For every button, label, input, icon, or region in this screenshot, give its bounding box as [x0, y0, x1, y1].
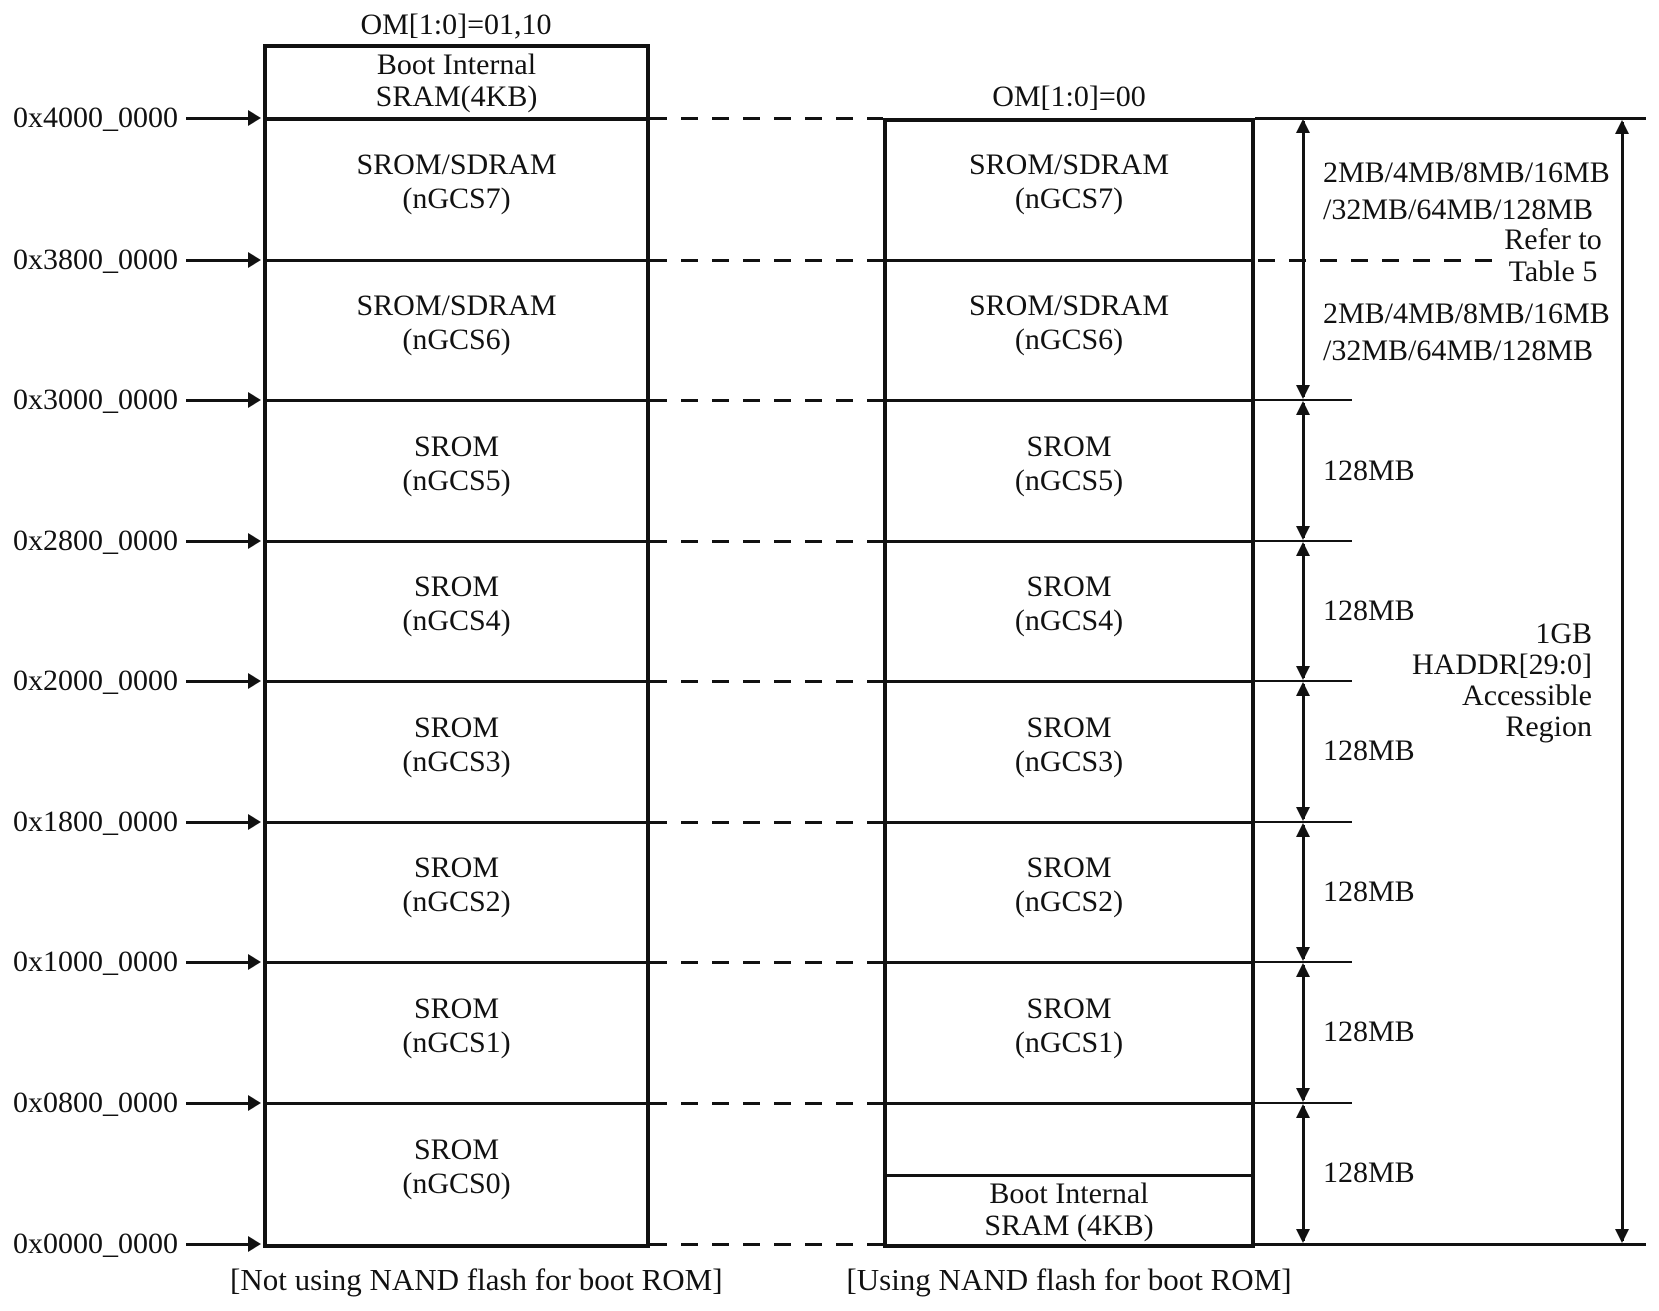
level-line [883, 259, 1255, 262]
size-arrow-128mb [1296, 542, 1310, 680]
dashed-divider-to-note [1258, 259, 1496, 262]
level-line [263, 259, 650, 262]
size-label-128mb: 128MB [1323, 594, 1415, 627]
size-arrow-128mb [1296, 823, 1310, 961]
right-region-ngcs2: SROM (nGCS2) [1014, 851, 1124, 918]
level-line [883, 821, 1255, 824]
address-arrow-icon [186, 110, 261, 126]
address-arrow-icon [186, 533, 261, 549]
left-column-caption: [Not using NAND flash for boot ROM] [230, 1262, 723, 1297]
size-tick [1255, 399, 1352, 401]
right-region-ngcs7: SROM/SDRAM (nGCS7) [968, 148, 1170, 215]
address-arrow-icon [186, 252, 261, 268]
address-label: 0x0000_0000 [13, 1227, 178, 1260]
right-mode-title: OM[1:0]=00 [992, 80, 1146, 113]
address-label: 0x0800_0000 [13, 1086, 178, 1119]
size-label-128mb: 128MB [1323, 875, 1415, 908]
left-mode-title: OM[1:0]=01,10 [360, 8, 552, 41]
dashed-connector [650, 821, 883, 824]
level-line [883, 680, 1255, 683]
address-arrow-icon [186, 1095, 261, 1111]
size-arrow-128mb [1296, 682, 1310, 821]
left-region-ngcs1: SROM (nGCS1) [402, 991, 511, 1059]
left-region-ngcs4: SROM (nGCS4) [402, 570, 511, 637]
size-arrow-128mb [1296, 401, 1310, 540]
level-line [883, 1102, 1255, 1105]
level-line [883, 961, 1255, 964]
top-boundary-line [1255, 117, 1646, 120]
size-label-128mb: 128MB [1323, 1156, 1415, 1189]
dashed-connector [650, 961, 883, 964]
left-region-ngcs7: SROM/SDRAM (nGCS7) [356, 148, 557, 215]
size-arrow-128mb [1296, 1104, 1310, 1243]
level-line [263, 961, 650, 964]
size-arrow-variable-region [1296, 119, 1310, 399]
dashed-connector [650, 1102, 883, 1105]
size-tick [1255, 540, 1352, 542]
left-region-ngcs0: SROM (nGCS0) [402, 1132, 511, 1200]
right-region-ngcs3: SROM (nGCS3) [1014, 710, 1124, 778]
refer-to-table-note: Refer to Table 5 [1504, 223, 1602, 288]
level-line [263, 680, 650, 683]
left-memory-column-box [263, 44, 650, 1248]
address-arrow-icon [186, 673, 261, 689]
size-tick [1255, 821, 1352, 823]
level-line [883, 540, 1255, 543]
address-label: 0x2800_0000 [13, 524, 178, 557]
level-line [263, 821, 650, 824]
dashed-connector [650, 680, 883, 683]
right-region-ngcs1: SROM (nGCS1) [1014, 991, 1124, 1059]
address-label: 0x2000_0000 [13, 664, 178, 697]
address-label: 0x3800_0000 [13, 243, 178, 276]
full-range-arrow-1gb [1615, 120, 1629, 1243]
level-line [883, 399, 1255, 402]
address-arrow-icon [186, 1236, 261, 1252]
size-tick [1255, 1102, 1352, 1104]
left-boot-sram-region: Boot Internal SRAM(4KB) [375, 48, 538, 113]
size-label-128mb: 128MB [1323, 454, 1415, 487]
size-arrow-128mb [1296, 963, 1310, 1102]
address-arrow-icon [186, 392, 261, 408]
address-arrow-icon [186, 814, 261, 830]
level-line [263, 117, 650, 121]
left-region-ngcs3: SROM (nGCS3) [402, 710, 511, 778]
left-region-ngcs6: SROM/SDRAM (nGCS6) [356, 289, 557, 356]
dashed-connector [650, 1243, 883, 1246]
dashed-connector [650, 117, 883, 120]
boot-sram-divider-line [883, 1174, 1255, 1177]
right-region-ngcs4: SROM (nGCS4) [1014, 570, 1124, 637]
level-line [263, 399, 650, 402]
bottom-boundary-line [1255, 1243, 1646, 1246]
address-label: 0x1000_0000 [13, 945, 178, 978]
right-boot-sram-region: Boot Internal SRAM (4KB) [984, 1176, 1154, 1242]
address-arrow-icon [186, 954, 261, 970]
dashed-connector [650, 259, 883, 262]
dashed-connector [650, 399, 883, 402]
left-region-ngcs5: SROM (nGCS5) [402, 429, 511, 497]
variable-size-note-ngcs7: 2MB/4MB/8MB/16MB /32MB/64MB/128MB [1323, 156, 1610, 226]
address-label: 0x1800_0000 [13, 805, 178, 838]
right-column-caption: [Using NAND flash for boot ROM] [846, 1262, 1292, 1297]
address-label: 0x4000_0000 [13, 101, 178, 134]
size-label-128mb: 128MB [1323, 1015, 1415, 1048]
dashed-connector [650, 540, 883, 543]
right-region-ngcs6: SROM/SDRAM (nGCS6) [968, 289, 1170, 356]
right-region-ngcs5: SROM (nGCS5) [1014, 429, 1124, 497]
accessible-region-note: 1GB HADDR[29:0] Accessible Region [1412, 617, 1592, 743]
size-tick [1255, 680, 1352, 682]
size-label-128mb: 128MB [1323, 734, 1415, 767]
level-line [263, 1102, 650, 1105]
right-memory-column-box [883, 118, 1255, 1248]
variable-size-note-ngcs6: 2MB/4MB/8MB/16MB /32MB/64MB/128MB [1323, 297, 1610, 367]
size-tick [1255, 961, 1352, 963]
left-region-ngcs2: SROM (nGCS2) [402, 851, 511, 918]
level-line [263, 540, 650, 543]
address-label: 0x3000_0000 [13, 383, 178, 416]
